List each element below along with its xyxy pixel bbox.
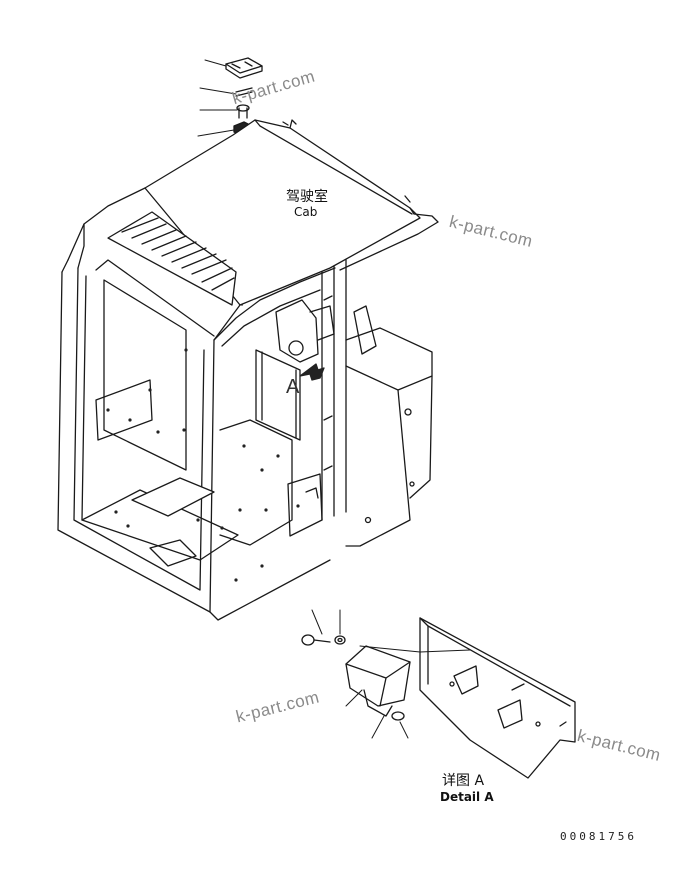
cab-frame bbox=[57, 187, 347, 621]
callout-letter-a: A bbox=[286, 376, 300, 398]
hinge-bracket bbox=[275, 299, 335, 363]
cab-interior bbox=[95, 279, 301, 471]
detail-a-leader-lines bbox=[311, 609, 471, 739]
cab-label-chinese: 驾驶室 bbox=[286, 189, 328, 205]
bolt-holes bbox=[106, 348, 300, 582]
bolt-part bbox=[236, 104, 250, 119]
cab-floor bbox=[81, 419, 323, 567]
detail-a-arrow bbox=[299, 363, 325, 381]
detail-a-bolt-washer bbox=[301, 634, 346, 646]
cab-label-english: Cab bbox=[294, 205, 318, 219]
washer-part bbox=[235, 87, 253, 97]
detail-a-label-chinese: 详图 A bbox=[442, 773, 485, 789]
detail-a-control-unit bbox=[345, 645, 411, 721]
drawing-code: 00081756 bbox=[560, 830, 637, 843]
vent-grille bbox=[107, 211, 237, 306]
right-console bbox=[345, 305, 433, 547]
detail-a-bracket-plate bbox=[419, 617, 576, 779]
detail-a-label-english: Detail A bbox=[440, 790, 494, 804]
roof-cover-plate bbox=[225, 57, 263, 79]
